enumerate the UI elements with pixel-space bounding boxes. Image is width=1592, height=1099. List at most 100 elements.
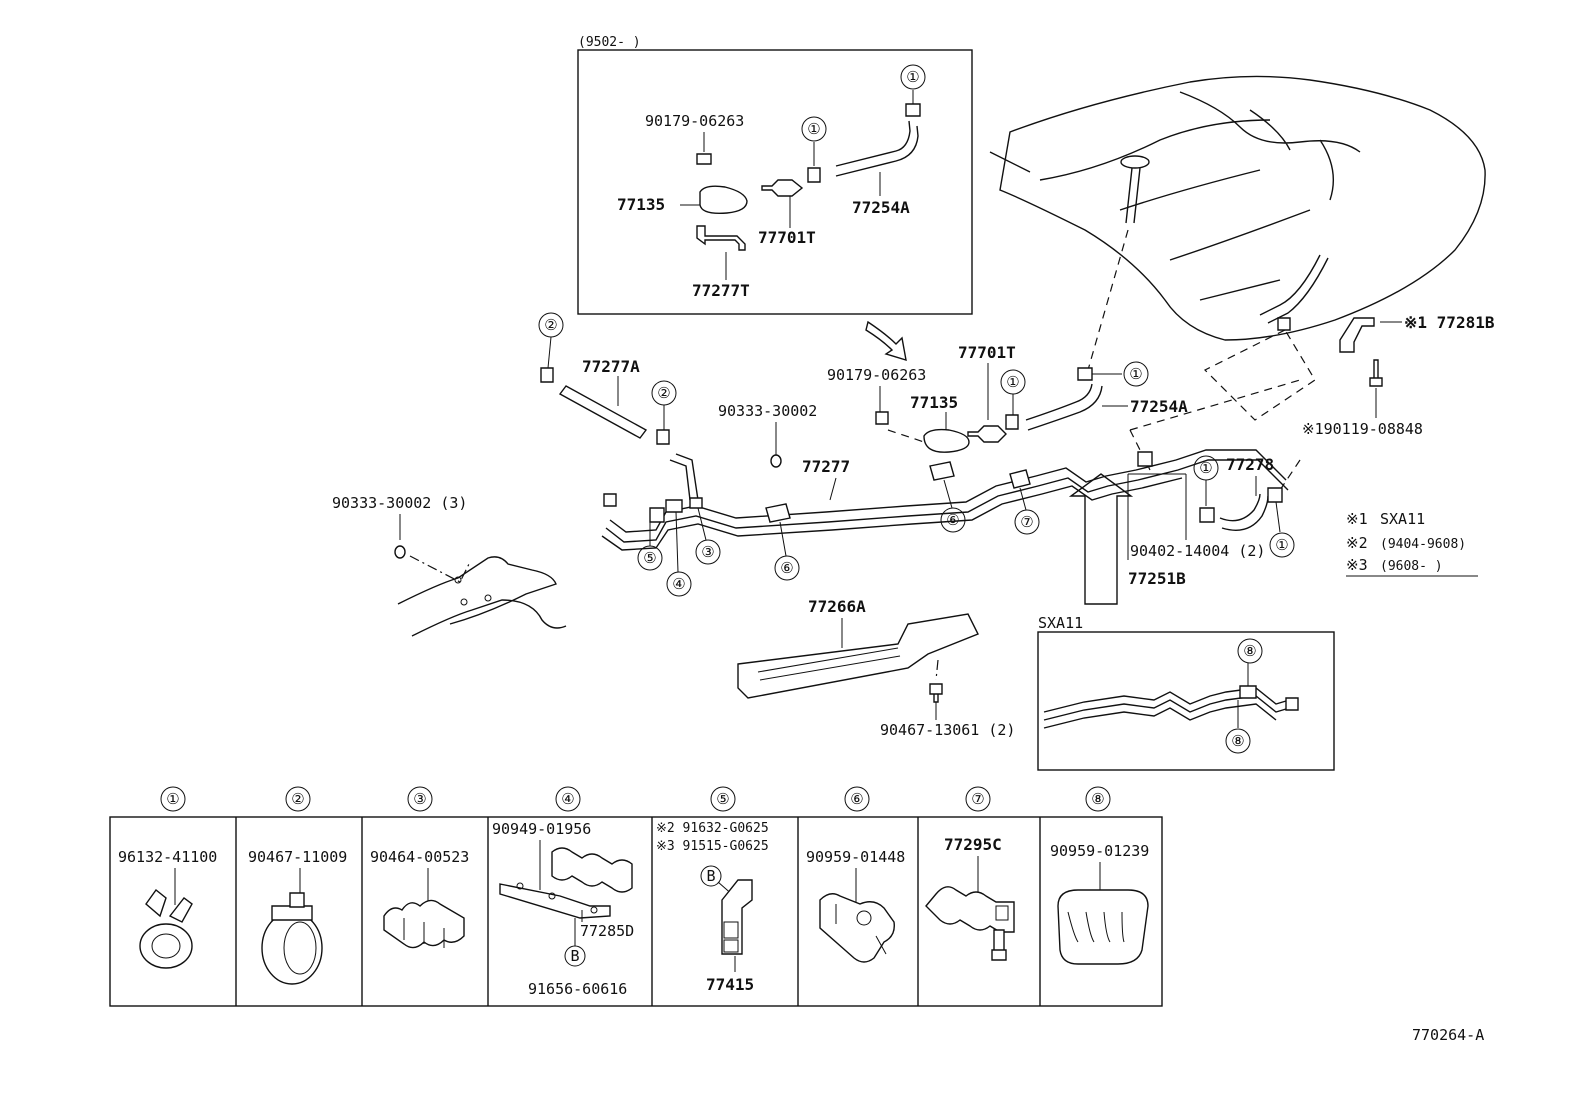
callout-circle: [1014, 509, 1040, 535]
table-cell-5-label-3[interactable]: 77415: [706, 975, 754, 994]
inset-bracket-label[interactable]: 77277T: [692, 281, 750, 300]
table-key-5: ⑤: [716, 790, 729, 808]
table-cell-1-label[interactable]: 96132-41100: [118, 848, 217, 866]
tube-riser: [669, 453, 699, 501]
table-cell-4-label-3[interactable]: 91656-60616: [528, 980, 627, 998]
main-valve-label[interactable]: 77701T: [958, 343, 1016, 362]
callout-6: ⑥: [780, 559, 793, 577]
clamp-6-table-part: [819, 893, 895, 963]
callout-circle: [637, 545, 663, 571]
clamp-3-part: [689, 497, 703, 509]
rod-part: [558, 385, 648, 439]
callout-5: ⑤: [643, 549, 656, 567]
callout-circle: [1269, 532, 1295, 558]
callout-8: ⑧: [1243, 642, 1256, 660]
callout-circle: [1123, 361, 1149, 387]
callout-1: ①: [906, 68, 919, 86]
clip-1-part: [139, 888, 193, 969]
grommet-top-label[interactable]: 90333-30002: [718, 402, 817, 420]
clamp-8-part: [1239, 685, 1257, 699]
clamp-part: [1005, 414, 1019, 430]
inset-canister-label[interactable]: 77135: [617, 195, 665, 214]
tube-end-part: [603, 493, 617, 507]
bolt-part: [696, 153, 712, 165]
table-cell-4-marker: B: [570, 947, 579, 965]
inset-hose-label[interactable]: 77254A: [852, 198, 910, 217]
marker-b: [564, 945, 586, 967]
main-bolt-label[interactable]: 90179-06263: [827, 366, 926, 384]
canister-part: [923, 428, 970, 453]
valve-part: [967, 425, 1007, 443]
right-bolt-part: [1369, 359, 1383, 387]
tube-sub-label[interactable]: 77251B: [1128, 569, 1186, 588]
parts-table-headers: ① ② ③ ④ ⑤ ⑥ ⑦ ⑧: [160, 786, 1111, 812]
tube-line: [605, 459, 1289, 543]
table-key-6: ⑥: [850, 790, 863, 808]
callout-2: ②: [544, 316, 557, 334]
right-hose-label[interactable]: 77278: [1226, 455, 1274, 474]
rod-label[interactable]: 77277A: [582, 357, 640, 376]
leader: [1129, 379, 1301, 431]
table-cell-4-label-2[interactable]: 77285D: [580, 922, 634, 940]
table-cell-7-label[interactable]: 77295C: [944, 835, 1002, 854]
valve-part: [761, 179, 804, 197]
clamp-part: [905, 103, 921, 117]
note-1-mark: ※1: [1346, 510, 1368, 528]
callout-1: ①: [807, 120, 820, 138]
leader: [1087, 229, 1129, 371]
table-cell-5-label-2[interactable]: ※3 91515-G0625: [656, 839, 769, 854]
clamp-part: [656, 429, 670, 445]
table-cell-5-label-1[interactable]: ※2 91632-G0625: [656, 821, 769, 836]
protector-ribs: [757, 647, 901, 681]
marker-b: [700, 865, 722, 887]
inset-bolt-label[interactable]: 90179-06263: [645, 112, 744, 130]
sxa11-inset-frame: [1037, 631, 1335, 771]
table-key-3: ③: [413, 790, 426, 808]
table-cell-8-label[interactable]: 90959-01239: [1050, 842, 1149, 860]
tube-label[interactable]: 77277: [802, 457, 850, 476]
inset-arrow: [865, 320, 907, 361]
callout-circle: [695, 539, 721, 565]
sxa11-inset-title: SXA11: [1038, 614, 1083, 632]
clamp-7-part: [1009, 469, 1031, 489]
clamp-4-part: [665, 499, 683, 513]
clip-3-part: [383, 899, 465, 949]
bolt-part: [875, 411, 889, 425]
clip-2-part: [261, 892, 323, 985]
clamp-set-label[interactable]: 90402-14004 (2): [1130, 542, 1265, 560]
note-2-mark: ※2: [1346, 534, 1368, 552]
inset-top-frame: [577, 49, 973, 315]
clamp-5-part: [649, 507, 665, 523]
right-bolt-label[interactable]: ※190119-08848: [1302, 420, 1423, 438]
table-cell-5-marker: B: [706, 867, 715, 885]
callout-circle: [666, 571, 692, 597]
fuel-tank: [989, 75, 1486, 341]
callout-circle: [1225, 728, 1251, 754]
sxa11-tube: [1043, 687, 1297, 729]
table-cell-2-label[interactable]: 90467-11009: [248, 848, 347, 866]
main-canister-label[interactable]: 77135: [910, 393, 958, 412]
table-cell-4-label-1[interactable]: 90949-01956: [492, 820, 591, 838]
notes-block: ※1 SXA11 ※2 (9404-9608) ※3 (9608- ): [1346, 510, 1478, 577]
table-key-2: ②: [291, 790, 304, 808]
table-cell-6-label[interactable]: 90959-01448: [806, 848, 905, 866]
right-bracket-label[interactable]: ※1 77281B: [1404, 313, 1495, 332]
clamp-5-table-part: [721, 879, 753, 955]
main-hose-label[interactable]: 77254A: [1130, 397, 1188, 416]
tube-end-part: [1285, 697, 1299, 711]
callout-circle: [774, 555, 800, 581]
protector-label[interactable]: 77266A: [808, 597, 866, 616]
inset-valve-label[interactable]: 77701T: [758, 228, 816, 247]
callout-1: ①: [1199, 459, 1212, 477]
callout-1: ①: [1006, 373, 1019, 391]
grommet-left-label[interactable]: 90333-30002 (3): [332, 494, 467, 512]
parts-table: [109, 816, 1163, 1007]
table-cell-3-label[interactable]: 90464-00523: [370, 848, 469, 866]
protector-clip-label[interactable]: 90467-13061 (2): [880, 721, 1015, 739]
callout-circle: [801, 116, 827, 142]
leader: [887, 429, 925, 443]
protector-part: [737, 613, 979, 699]
hose-part: [835, 120, 919, 177]
note-2-text: (9404-9608): [1380, 537, 1466, 552]
clamp-part: [1137, 451, 1153, 467]
